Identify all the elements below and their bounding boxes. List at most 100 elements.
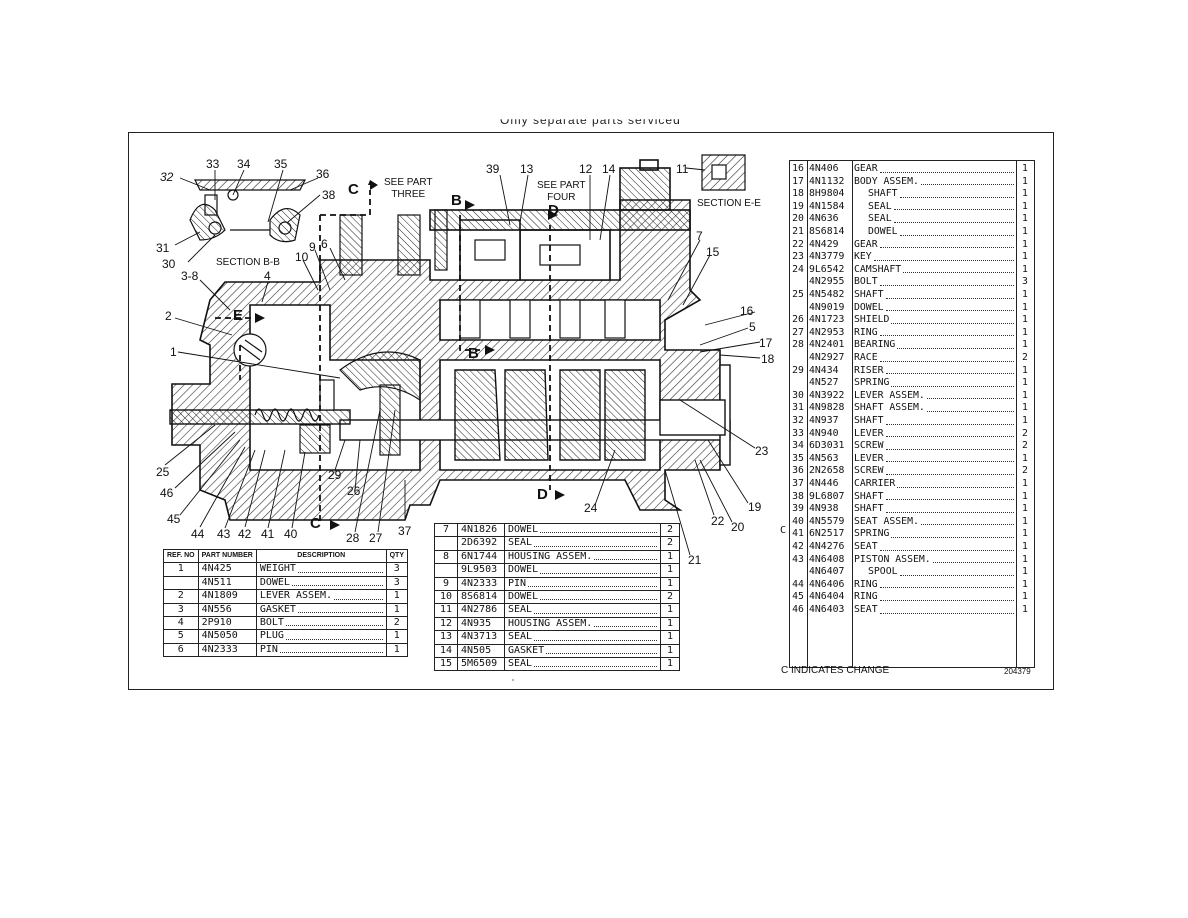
description: HOUSING ASSEM.: [508, 550, 593, 562]
quantity: 1: [1022, 213, 1028, 225]
dot-leader: [540, 532, 657, 534]
quantity: 1: [1022, 503, 1028, 515]
quantity: 1: [385, 589, 409, 604]
quantity: 1: [1022, 226, 1028, 237]
section-bb-inset: [189, 179, 306, 243]
description: SEAL: [508, 604, 533, 616]
description-cell: RACE: [854, 352, 1014, 365]
ref-number: 34: [792, 440, 804, 452]
part-number: 6D3031: [809, 440, 845, 452]
dot-leader: [885, 299, 1014, 312]
part-number: 9L6542: [809, 263, 845, 275]
description: SPOOL: [868, 566, 898, 578]
description: SEAL: [868, 213, 892, 225]
see-part-four: SEE PART FOUR: [537, 180, 586, 203]
description-cell: LEVER: [854, 428, 1014, 441]
callout-37: 37: [398, 524, 412, 538]
ref-number: [434, 536, 458, 551]
dot-leader: [879, 273, 1014, 286]
section-letter-b-bottom: B: [468, 345, 479, 362]
section-letter-c-top: C: [348, 181, 359, 198]
ref-number: 2: [163, 589, 199, 604]
ref-number: 13: [434, 630, 458, 645]
callout-3-8: 3-8: [181, 269, 199, 283]
quantity: 1: [660, 657, 680, 672]
ref-header: REF. NO: [163, 548, 199, 564]
description: SHAFT: [854, 415, 884, 426]
quantity: 1: [1022, 566, 1028, 578]
callout-21: 21: [688, 553, 702, 567]
description: BEARING: [854, 339, 896, 351]
description-cell: SCREW: [854, 465, 1014, 478]
see-part-three: SEE PART THREE: [384, 177, 433, 200]
description-cell: SHAFT ASSEM.: [854, 402, 1014, 415]
description: SHAFT: [868, 188, 898, 200]
ref-number: 14: [434, 643, 458, 659]
description-cell: DOWEL: [504, 522, 661, 538]
part-number: 8S6814: [809, 226, 845, 237]
quantity: 1: [1022, 478, 1028, 489]
dot-leader: [893, 210, 1014, 223]
description: SEAL: [868, 200, 892, 212]
description: SEAT ASSEM.: [854, 515, 919, 527]
description: SHIELD: [854, 314, 890, 326]
quantity: 2: [1022, 427, 1028, 439]
callout-30: 30: [162, 257, 176, 271]
ref-number: 30: [792, 389, 804, 401]
dot-leader: [334, 598, 383, 600]
callout-16: 16: [740, 304, 754, 318]
description: SEAT: [854, 541, 878, 552]
description-cell: SPRING: [854, 377, 1014, 390]
description: SCREW: [854, 440, 884, 452]
callout-36: 36: [316, 167, 330, 181]
callout-24: 24: [584, 501, 598, 515]
quantity: 1: [660, 616, 680, 632]
part-number: 4N425: [197, 562, 257, 577]
dot-leader: [891, 311, 1014, 324]
description: SEAL: [508, 631, 533, 643]
callout-7: 7: [696, 229, 703, 243]
part-number: 4N429: [809, 238, 839, 250]
dot-leader: [879, 160, 1014, 173]
callout-19: 19: [748, 500, 762, 514]
dot-leader: [297, 571, 383, 573]
quantity: 1: [1022, 541, 1028, 552]
description-cell: BODY ASSEM.: [854, 176, 1014, 189]
description-cell: SHAFT: [854, 415, 1014, 428]
callout-43: 43: [217, 527, 231, 541]
description: SEAT: [854, 604, 878, 615]
dot-leader: [899, 223, 1014, 236]
callout-45: 45: [167, 512, 181, 526]
description-cell: DOWEL: [504, 563, 661, 578]
quantity: 1: [660, 630, 680, 645]
dot-leader: [297, 612, 383, 614]
callout-17: 17: [759, 336, 773, 350]
part-number: 2P910: [197, 616, 257, 631]
callout-12: 12: [579, 162, 593, 176]
part-number: 2D6392: [457, 536, 505, 551]
dot-leader: [879, 324, 1014, 337]
description-cell: SHAFT: [854, 491, 1014, 504]
part-number: 9L9503: [457, 563, 505, 578]
callout-34: 34: [237, 157, 251, 171]
callout-22: 22: [711, 514, 725, 528]
ref-number: 18: [792, 188, 804, 200]
part-number: 4N505: [457, 643, 505, 659]
description: LEVER: [854, 427, 884, 439]
quantity: 1: [1022, 364, 1028, 376]
description-cell: SEAL: [504, 657, 661, 672]
dot-leader: [879, 538, 1014, 551]
part-number: 4N2955: [809, 276, 845, 288]
dot-leader: [594, 626, 657, 628]
quantity: 2: [660, 536, 680, 551]
